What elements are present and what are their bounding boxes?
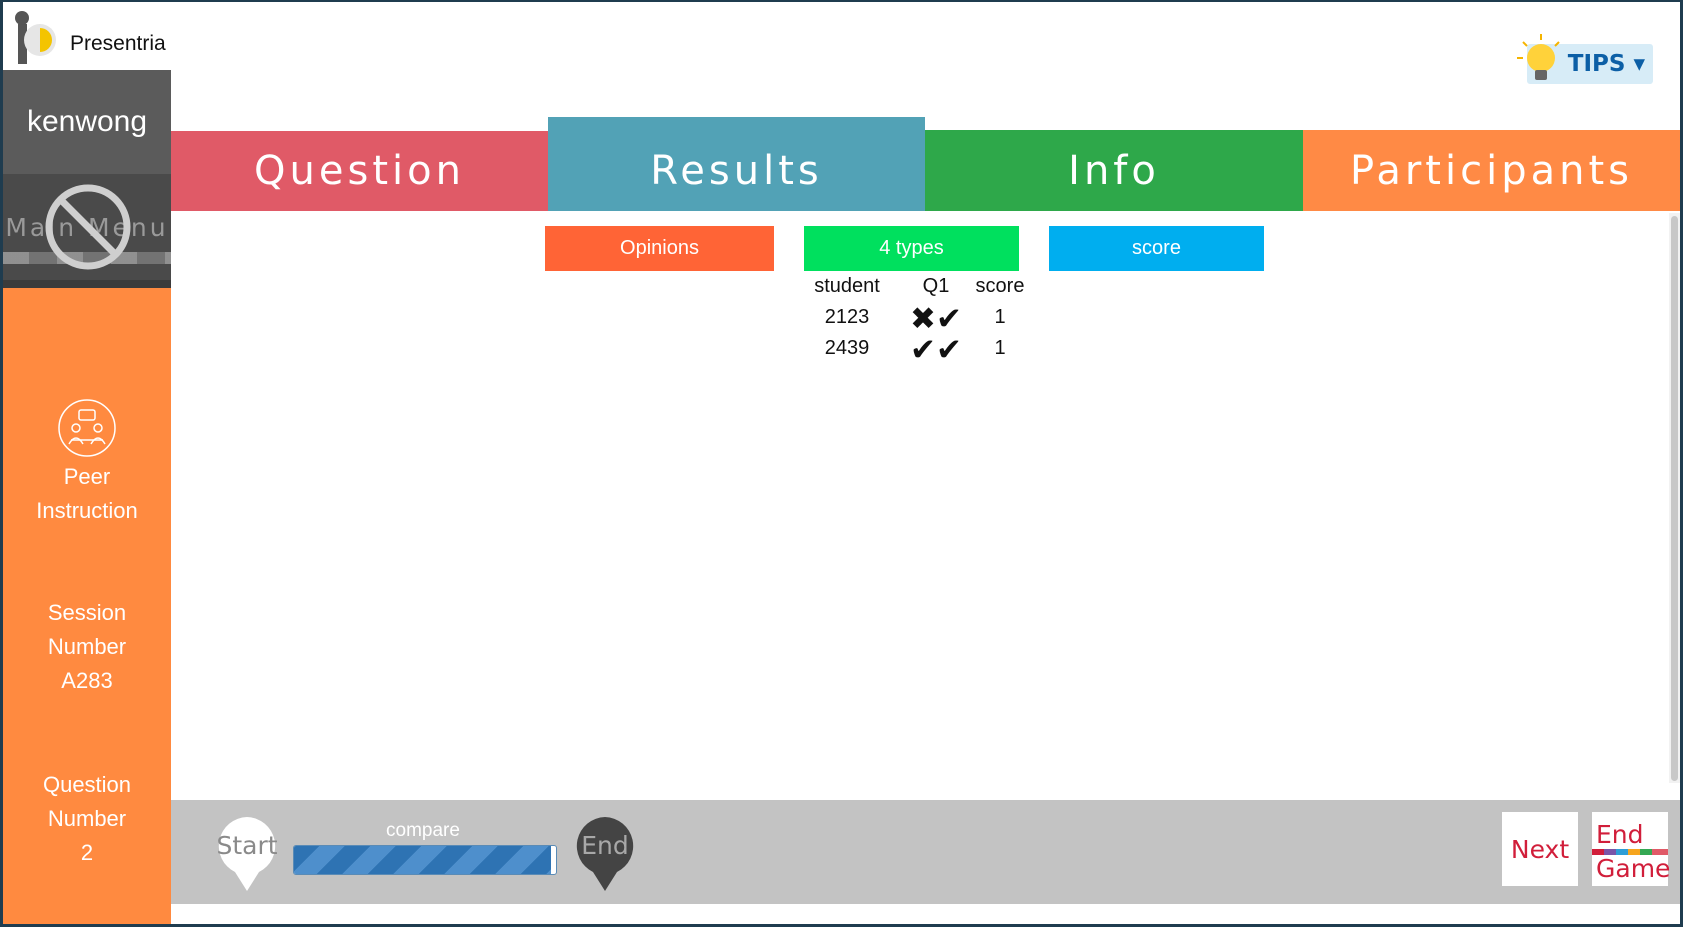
sidebar: kenwong Main Menu Peer Instruction Sessi… [3, 70, 171, 924]
lightbulb-icon [1517, 34, 1560, 80]
presentria-logo-icon [15, 11, 56, 64]
end-label: End [581, 831, 629, 860]
scrollbar-thumb[interactable] [1671, 216, 1678, 781]
start-pin-icon [218, 817, 276, 891]
peer-instruction-icon [58, 399, 116, 457]
answer-mark-icon: ✔ [936, 301, 962, 337]
student-id: 2123 [824, 306, 870, 328]
mode-label: Peer Instruction [36, 464, 138, 523]
app-name: Presentria [70, 32, 166, 55]
start-button[interactable]: Start [216, 815, 278, 895]
footer-toolbar: Start compare End Next End Game [171, 800, 1680, 904]
session-number: Session Number A283 [47, 600, 127, 693]
end-game-button[interactable]: End Game [1592, 812, 1671, 886]
end-game-stripe [1592, 849, 1668, 855]
disabled-icon [45, 184, 131, 270]
student-score: 1 [994, 337, 1006, 359]
bottom-margin [171, 904, 1680, 924]
header-q1: Q1 [922, 275, 950, 297]
header-student: student [814, 275, 880, 297]
end-game-label-2: Game [1596, 854, 1671, 883]
end-pin-icon [576, 817, 634, 891]
main-menu-stripe [3, 252, 171, 264]
answer-mark-icon: ✖ [910, 301, 936, 337]
session-panel: Peer Instruction Session Number A283 Que… [3, 288, 171, 924]
score-button[interactable]: score [1049, 226, 1264, 271]
answer-mark-icon: ✔ [936, 332, 962, 368]
student-score: 1 [994, 306, 1006, 328]
end-button[interactable]: End [574, 815, 636, 895]
progress-label: compare [386, 820, 460, 841]
tab-results[interactable]: Results [548, 117, 925, 211]
tab-participants[interactable]: Participants [1303, 130, 1680, 211]
start-label: Start [216, 831, 278, 860]
tab-info[interactable]: Info [925, 130, 1303, 211]
progress-bar [293, 845, 557, 875]
q1-marks: ✔✔ [900, 332, 972, 368]
sidebar-divider [3, 280, 171, 288]
header-score: score [975, 275, 1025, 297]
opinions-button[interactable]: Opinions [545, 226, 774, 271]
app-logo: Presentria [8, 8, 178, 64]
four-types-button[interactable]: 4 types [804, 226, 1019, 271]
answer-mark-icon: ✔ [910, 332, 936, 368]
username: kenwong [3, 70, 171, 174]
next-button[interactable]: Next [1502, 812, 1578, 886]
main-menu-button[interactable]: Main Menu [3, 174, 171, 280]
tips-label: TIPS ▾ [1527, 44, 1653, 84]
tips-button[interactable]: TIPS ▾ [1515, 32, 1655, 92]
q1-marks: ✖✔ [900, 301, 972, 337]
progress-fill [294, 846, 551, 874]
student-id: 2439 [824, 337, 870, 359]
end-game-label-1: End [1596, 820, 1644, 849]
tab-question[interactable]: Question [171, 131, 548, 211]
question-number: Question Number 2 [42, 772, 132, 865]
